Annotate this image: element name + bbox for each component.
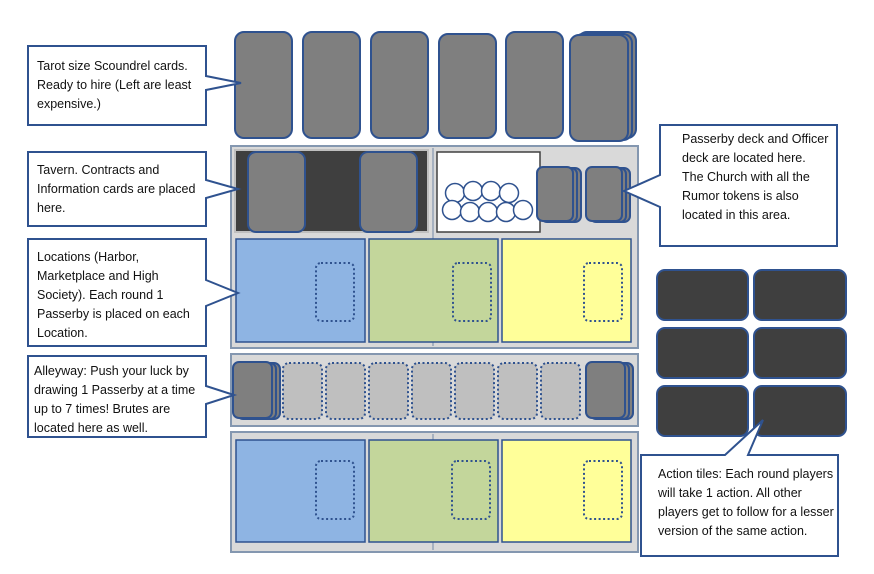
brutes-deck <box>585 361 634 420</box>
scoundrel-deck-top <box>569 34 629 142</box>
location-marketplace-lower <box>368 439 499 543</box>
action-tile-6 <box>753 385 847 437</box>
rumor-token <box>444 182 466 204</box>
location-high-society <box>501 238 632 343</box>
action-tile-5 <box>656 385 749 437</box>
rumor-token <box>495 201 517 223</box>
rumor-token <box>477 201 499 223</box>
callout-tavern-shape <box>27 151 242 227</box>
rumor-token <box>498 182 520 204</box>
action-tile-3 <box>656 327 749 379</box>
scoundrel-card-1 <box>234 31 293 139</box>
scoundrel-card-4 <box>438 33 497 139</box>
alley-slot-5 <box>454 362 495 420</box>
callout-action-shape <box>640 419 839 557</box>
alley-slot-1 <box>282 362 323 420</box>
action-tiles <box>656 269 847 437</box>
rumor-token <box>462 180 484 202</box>
alleyway-board <box>230 353 639 427</box>
action-tile-2 <box>753 269 847 321</box>
rumor-token <box>441 199 463 221</box>
callout-scoundrel-text: Tarot size Scoundrel cards. Ready to hir… <box>37 59 192 111</box>
callout-locations-shape <box>27 238 241 347</box>
location-high-society-lower <box>501 439 632 543</box>
passerby-slot-marketplace <box>452 262 492 322</box>
lower-board <box>230 431 639 553</box>
rumor-tokens <box>441 180 534 223</box>
upper-board <box>230 145 639 349</box>
passerby-draw-deck <box>232 361 281 420</box>
passerby-slot-high-society <box>583 262 623 322</box>
passerby-slot-harbor-lower <box>315 460 355 520</box>
scoundrel-card-3 <box>370 31 429 139</box>
alley-slot-4 <box>411 362 452 420</box>
callout-action-text: Action tiles: Each round players will ta… <box>658 467 834 538</box>
alley-slot-3 <box>368 362 409 420</box>
passerby-deck <box>536 166 582 223</box>
alley-slot-6 <box>497 362 538 420</box>
callout-alleyway-text: Alleyway: Push your luck by drawing 1 Pa… <box>34 364 196 435</box>
location-harbor <box>235 238 366 343</box>
rumor-token <box>459 201 481 223</box>
scoundrel-card-2 <box>302 31 361 139</box>
action-tile-1 <box>656 269 749 321</box>
passerby-slot-harbor <box>315 262 355 322</box>
callout-alleyway-shape <box>27 355 238 438</box>
callout-scoundrel-shape <box>27 45 242 126</box>
officer-deck <box>585 166 631 223</box>
tavern-card-contracts <box>247 151 306 233</box>
scoundrel-card-row <box>234 31 637 142</box>
location-marketplace <box>368 238 499 343</box>
rumor-token <box>480 180 502 202</box>
callout-locations-text: Locations (Harbor, Marketplace and High … <box>37 250 190 340</box>
callout-passerby-text: Passerby deck and Officer deck are locat… <box>682 132 829 222</box>
location-harbor-lower <box>235 439 366 543</box>
callout-passerby-shape <box>621 124 838 247</box>
alley-slot-7 <box>540 362 581 420</box>
rumor-token <box>512 199 534 221</box>
alley-slot-2 <box>325 362 366 420</box>
scoundrel-card-5 <box>505 31 564 139</box>
passerby-slot-high-society-lower <box>583 460 623 520</box>
callout-tavern-text: Tavern. Contracts and Information cards … <box>37 163 196 215</box>
tavern-card-information <box>359 151 418 233</box>
passerby-slot-marketplace-lower <box>451 460 491 520</box>
action-tile-4 <box>753 327 847 379</box>
